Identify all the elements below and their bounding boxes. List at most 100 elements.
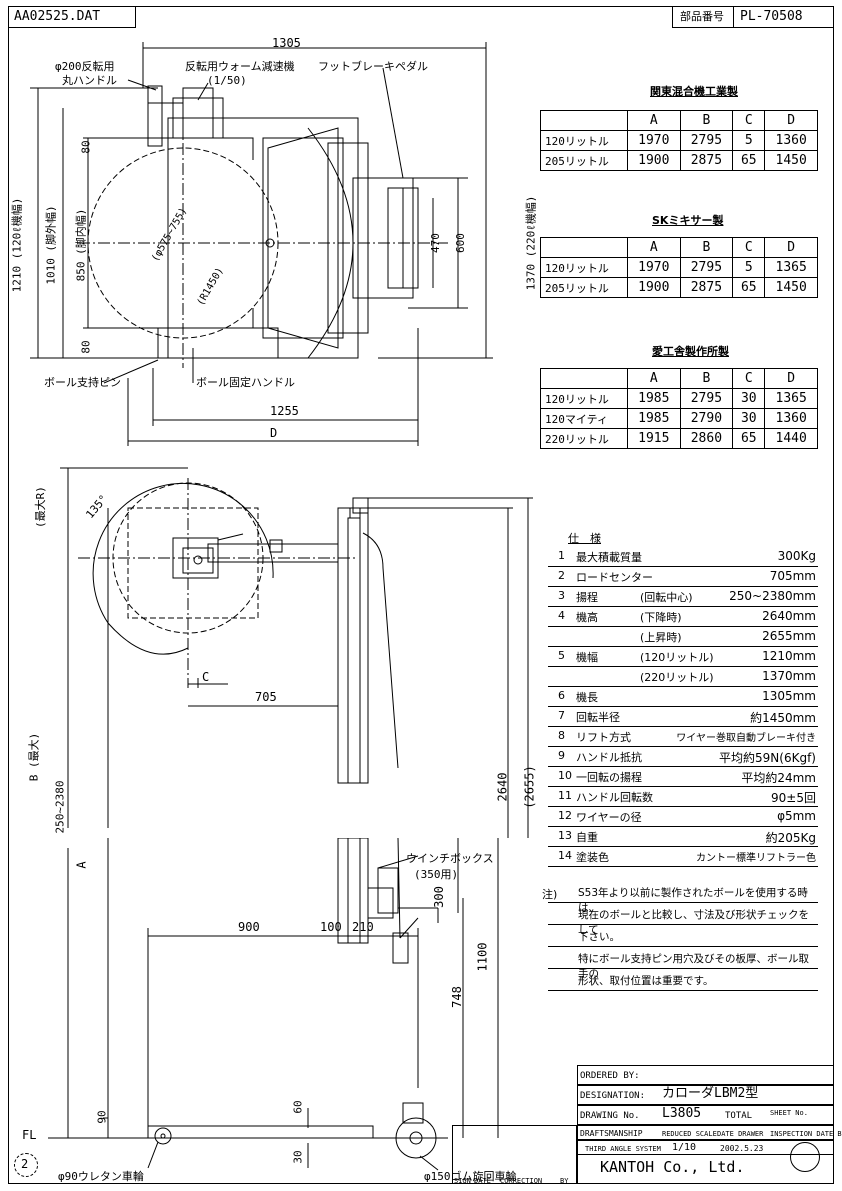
rev-header-correction: CORRECTION: [500, 1177, 543, 1185]
spec-value: 2640mm: [762, 609, 816, 623]
spec-no: 14: [558, 849, 572, 862]
note-line: 形状、取付位置は重要です。: [548, 968, 818, 991]
cell: 1440: [764, 428, 818, 449]
cell: 2790: [679, 408, 734, 429]
part-label: 部品番号: [680, 10, 724, 23]
base-dim-100: 100: [320, 920, 342, 934]
spec-key: 揚程: [576, 591, 598, 604]
cell: 1985: [627, 388, 681, 409]
spec-title: 仕 様: [568, 532, 601, 545]
cell: C: [732, 110, 766, 131]
designation-value: カローダLBM2型: [662, 1086, 759, 1101]
cell: B: [679, 110, 734, 131]
mixer-3-title: 愛工舎製作所製: [652, 345, 729, 358]
rev-header-date: DATE: [474, 1177, 491, 1185]
pin-label: ボール支持ピン: [44, 376, 121, 389]
part-label-divider: [672, 6, 734, 28]
note-label: 注): [542, 888, 558, 901]
file-name-box: [8, 6, 136, 28]
spec-value: ワイヤー巻取自動ブレーキ付き: [676, 733, 816, 744]
cell: 1450: [764, 150, 818, 171]
height-high-dim: (2655): [522, 765, 537, 809]
cell: 65: [732, 428, 766, 449]
spec-row: (上昇時)2655mm: [548, 626, 818, 647]
cell: 1360: [764, 408, 818, 429]
floor-line-label: FL: [22, 1128, 37, 1142]
cell: A: [627, 237, 681, 258]
small-dim-bottom: 80: [79, 340, 93, 354]
note-text: S53年より以前に製作されたボールを使用する時は、: [578, 887, 808, 914]
cell: 1970: [627, 130, 681, 151]
spec-key: ハンドル抵抗: [576, 751, 642, 764]
right-dim-470: 470: [428, 233, 442, 253]
cell: 120リットル: [540, 388, 628, 409]
total-label: TOTAL: [725, 1111, 753, 1121]
spec-value: カントー標準リフトラー色: [696, 853, 816, 864]
spec-key: 自重: [576, 831, 598, 844]
spec-sub: (上昇時): [640, 631, 682, 644]
reducer-ratio: (1/50): [207, 74, 247, 87]
left-dim-1010: 1010 (脚外幅): [44, 205, 58, 285]
left-dim-850: 850 (脚内幅): [74, 208, 88, 282]
base-dim-210: 210: [352, 920, 374, 934]
side-view-base-drawing: [48, 838, 499, 1171]
date-drawer-label: DATE DRAWER: [717, 1130, 764, 1138]
tb-row-designation: [577, 1085, 834, 1105]
base-dim-30: 30: [291, 1150, 305, 1164]
scale-value: 1/10: [672, 1142, 697, 1153]
reduced-label: REDUCED SCALE: [662, 1130, 717, 1138]
note-line: S53年より以前に製作されたボールを使用する時は、: [548, 880, 818, 914]
cell: B: [679, 368, 734, 389]
cell: 1985: [627, 408, 681, 429]
cell: 2795: [679, 130, 734, 151]
note-line: 特にボール支持ピン用穴及びその板厚、ボール取手の: [548, 946, 818, 980]
spec-no: 12: [558, 809, 572, 822]
pedal-label: フットブレーキペダル: [318, 60, 428, 73]
tb-row-ordered: [577, 1065, 834, 1085]
right-dim-1370: 1370 (220ℓ機幅): [524, 195, 538, 291]
spec-value: 平均約59N(6Kgf): [719, 751, 816, 765]
top-width-dim: 1305: [272, 36, 301, 50]
right-dim-600: 600: [453, 233, 467, 253]
rev-header-sign: SIGN: [454, 1177, 471, 1185]
ordered-by-label: ORDERED BY:: [580, 1071, 640, 1081]
revision-block: [452, 1125, 577, 1184]
cell: 2795: [679, 257, 734, 278]
spec-no: 11: [558, 789, 572, 802]
cell: 120マイティ: [540, 408, 628, 429]
cell: 2795: [679, 388, 734, 409]
cell: 2860: [679, 428, 734, 449]
cell: 1360: [764, 130, 818, 151]
drawing-number: L3805: [662, 1106, 702, 1121]
cell: 1900: [627, 150, 681, 171]
note-text: 特にボール支持ピン用穴及びその板厚、ボール取手の: [578, 953, 809, 980]
cell: D: [764, 110, 818, 131]
spec-no: 8: [558, 729, 565, 742]
sheet-label: SHEET No.: [770, 1109, 808, 1117]
top-view-drawing: [30, 42, 493, 446]
spec-no: 3: [558, 589, 565, 602]
spec-sub: (回転中心): [640, 591, 693, 604]
cell: A: [627, 368, 681, 389]
spec-row: 9 ハンドル抵抗 平均約59N(6Kgf): [548, 746, 818, 767]
base-dim-90: 90: [95, 1110, 109, 1124]
note-line: 現在のボールと比較し、寸法及び形状チェックをして: [548, 902, 818, 936]
spec-value: 約1450mm: [750, 711, 816, 725]
mixer-2-title: SKミキサー製: [652, 214, 724, 227]
spec-no: 9: [558, 749, 565, 762]
reducer-label: 反転用ウォーム減速機: [185, 60, 295, 73]
rear-wheel-label: φ150ゴム旋回車輪: [424, 1170, 517, 1183]
winch-label: ウインチボックス: [406, 852, 494, 865]
company-name: KANTOH Co., Ltd.: [600, 1158, 745, 1176]
handle-label-1: φ200反転用: [55, 60, 115, 73]
load-center-dim: 705: [255, 690, 277, 704]
mixer-1-title: 関東混合機工業製: [650, 85, 738, 98]
